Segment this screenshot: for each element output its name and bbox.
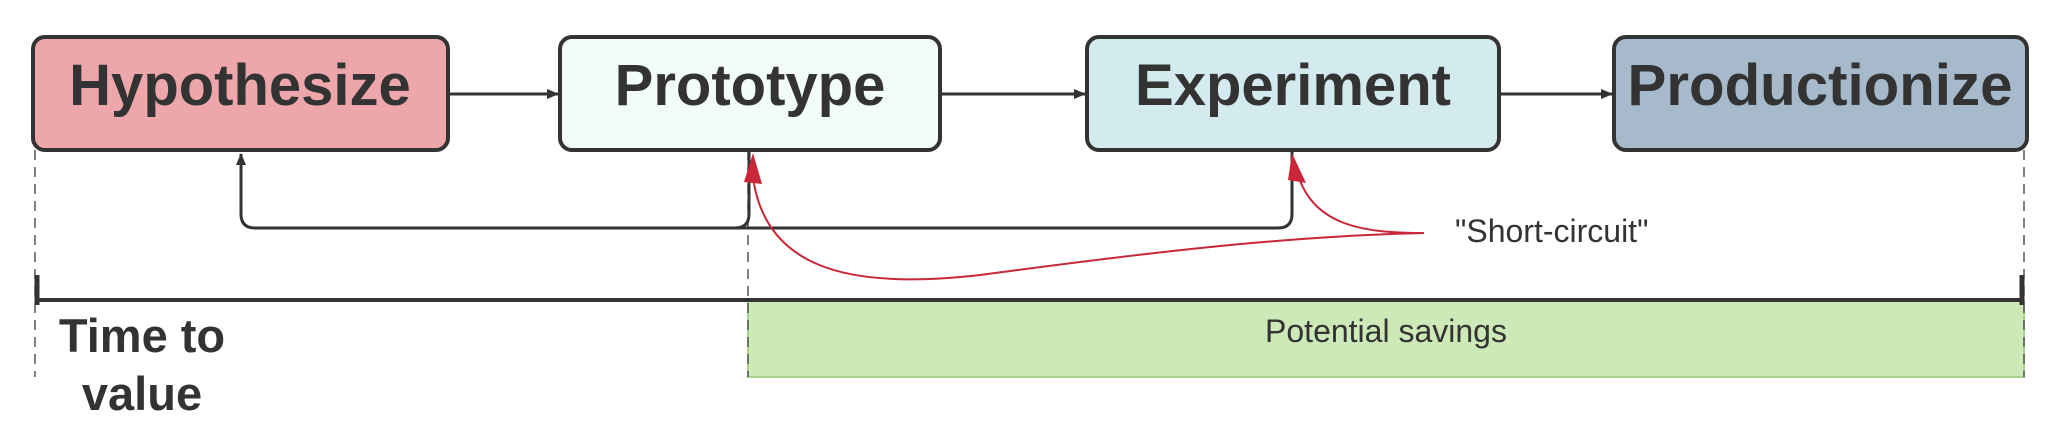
stage-prototype-label: Prototype	[615, 53, 886, 118]
time-to-value-line2: value	[82, 367, 202, 420]
stage-experiment-label: Experiment	[1135, 53, 1451, 118]
time-to-value-line1: Time to	[59, 309, 225, 362]
stage-prototype: Prototype	[558, 35, 942, 152]
feedback-loop-from-prototype	[734, 152, 751, 230]
stage-productionize-label: Productionize	[1628, 53, 2013, 118]
short-circuit-curve-to-experiment	[1295, 167, 1425, 234]
stage-productionize-box	[1612, 35, 2029, 152]
short-circuit-curve-to-prototype	[751, 167, 1425, 281]
stage-hypothesize-label: Hypothesize	[69, 53, 411, 118]
short-circuit-label: "Short-circuit"	[1455, 213, 1648, 249]
stage-experiment-box	[1085, 35, 1501, 152]
stage-prototype-box	[558, 35, 942, 152]
potential-savings-band	[747, 300, 2025, 378]
potential-savings-label: Potential savings	[1265, 313, 1507, 349]
stage-hypothesize: Hypothesize	[31, 35, 450, 152]
stage-hypothesize-box	[31, 35, 450, 152]
stage-productionize: Productionize	[1612, 35, 2029, 152]
short-circuit-arrowhead-experiment	[1288, 153, 1306, 183]
feedback-loop-from-experiment	[236, 152, 1294, 230]
stage-experiment: Experiment	[1085, 35, 1501, 152]
short-circuit-arrowhead-prototype	[744, 153, 762, 184]
